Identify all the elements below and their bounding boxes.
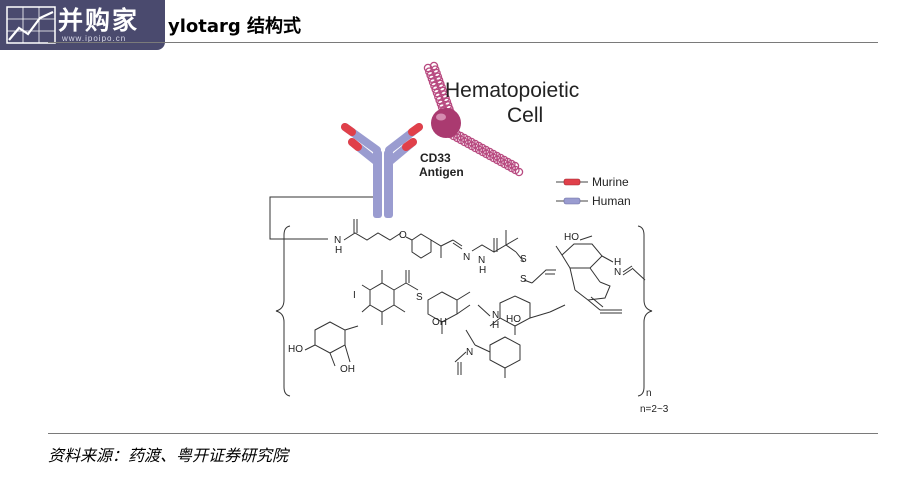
brand-logo: 并购家 www.ipoipo.cn (0, 0, 165, 50)
legend: Murine Human (556, 175, 631, 208)
membrane-bead (441, 93, 450, 103)
membrane-bead (429, 61, 439, 71)
svg-text:HO: HO (564, 232, 579, 243)
svg-text:S: S (520, 254, 527, 265)
logo-name: 并购家 (58, 6, 140, 35)
svg-text:N: N (614, 267, 621, 278)
cell-label-line1: Hematopoietic (445, 79, 579, 102)
svg-text:N: N (463, 252, 470, 263)
membrane-bead (432, 68, 441, 78)
right-brace (637, 225, 653, 397)
svg-text:I: I (353, 290, 356, 301)
membrane-bead (438, 86, 448, 96)
svg-text:O: O (399, 230, 407, 241)
svg-text:OH: OH (432, 317, 447, 328)
logo-url: www.ipoipo.cn (62, 34, 127, 43)
legend-human-swatch (556, 197, 588, 205)
top-divider (48, 42, 878, 43)
repeat-subscript: n (646, 388, 652, 399)
membrane-bead (437, 83, 446, 92)
bottom-divider (48, 433, 878, 434)
repeat-range: n=2~3 (640, 404, 669, 415)
svg-text:S: S (416, 292, 423, 303)
svg-text:N: N (466, 347, 473, 358)
svg-text:H: H (614, 257, 621, 268)
svg-text:N: N (478, 255, 485, 266)
left-brace (275, 225, 291, 397)
atom-labels: N H N N H S S O I S HO N H HO OH OH N N … (288, 230, 621, 375)
calicheamicin-bonds (304, 219, 646, 378)
svg-text:S: S (520, 274, 527, 285)
legend-human-label: Human (592, 194, 631, 208)
source-note: 资料来源：药渡、粤开证券研究院 (48, 446, 289, 465)
membrane-bead (442, 97, 452, 106)
svg-text:N: N (334, 235, 341, 246)
membrane-bead (514, 167, 524, 177)
svg-text:H: H (335, 245, 342, 256)
membrane-bead (434, 76, 444, 85)
svg-text:H: H (492, 320, 499, 331)
svg-text:HO: HO (506, 314, 521, 325)
cd33-antigen-sphere (431, 108, 461, 138)
legend-murine-label: Murine (592, 175, 629, 189)
antigen-label-line2: Antigen (419, 165, 464, 179)
cell-label-line2: Cell (507, 104, 543, 127)
svg-text:N: N (492, 310, 499, 321)
svg-text:HO: HO (288, 344, 303, 355)
antigen-label-line1: CD33 (420, 151, 451, 165)
page-title: ylotarg 结构式 (168, 16, 302, 37)
svg-text:OH: OH (340, 364, 355, 375)
chart-logo-icon (6, 6, 56, 44)
membrane-bead (433, 72, 443, 81)
legend-murine-swatch (556, 178, 588, 186)
svg-text:H: H (479, 265, 486, 276)
antibody (341, 123, 423, 218)
